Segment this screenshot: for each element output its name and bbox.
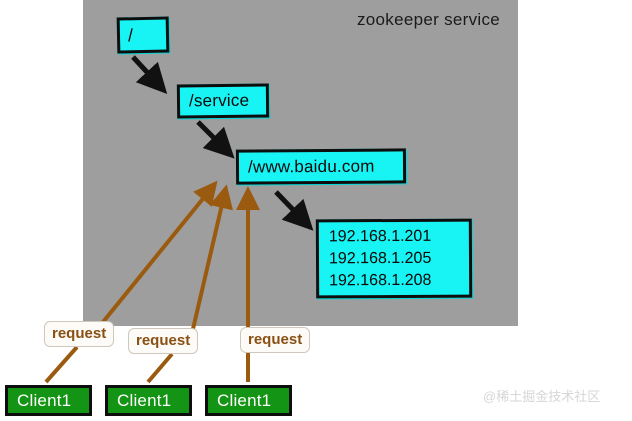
client-label: Client1 [17, 390, 72, 410]
znode-baidu[interactable]: /www.baidu.com [235, 148, 407, 185]
request-label: request [128, 328, 199, 354]
znode-service[interactable]: /service [176, 83, 270, 119]
arrow-client-2-to-request-2 [146, 352, 174, 384]
zookeeper-service-title: zookeeper service [357, 10, 501, 29]
znode-service-label: /service [188, 90, 250, 111]
arrow-client-1-to-request-1 [44, 345, 79, 384]
ip-list-box[interactable]: 192.168.1.201 192.168.1.205 192.168.1.20… [315, 218, 473, 299]
client-node[interactable]: Client1 [105, 385, 192, 416]
znode-baidu-label: /www.baidu.com [247, 156, 375, 177]
request-label: request [240, 327, 311, 353]
znode-root[interactable]: / [116, 16, 170, 54]
client-node[interactable]: Client1 [205, 385, 292, 416]
client-label: Client1 [217, 390, 272, 410]
ip-entry: 192.168.1.201 [328, 227, 432, 245]
ip-entry: 192.168.1.205 [328, 249, 432, 267]
client-node[interactable]: Client1 [5, 385, 92, 416]
watermark: @稀土掘金技术社区 [483, 389, 601, 404]
request-label: request [44, 321, 115, 347]
ip-entry: 192.168.1.208 [329, 271, 432, 289]
znode-root-label: / [127, 24, 134, 45]
client-label: Client1 [117, 390, 172, 410]
